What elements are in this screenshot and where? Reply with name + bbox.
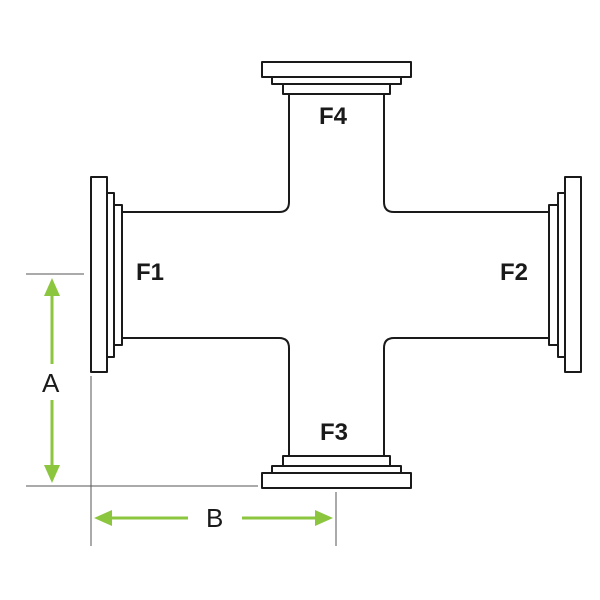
label-f4: F4 [319, 103, 348, 130]
label-f3: F3 [320, 419, 348, 446]
dimension-label-b: B [206, 503, 223, 533]
flange-f3 [261, 455, 412, 489]
dimension-label-a: A [42, 368, 60, 398]
cross-pipe-body [121, 93, 550, 456]
dimension-b: B [94, 503, 333, 533]
flange-f4 [261, 61, 412, 95]
arrow-up-icon [44, 278, 60, 296]
label-f2: F2 [500, 259, 528, 286]
label-f1: F1 [136, 259, 164, 286]
flange-f1 [90, 176, 123, 373]
arrow-down-icon [44, 465, 60, 483]
dimension-a: A [42, 278, 60, 483]
arrow-right-icon [315, 510, 333, 526]
arrow-left-icon [94, 510, 112, 526]
flange-f2 [548, 176, 582, 373]
